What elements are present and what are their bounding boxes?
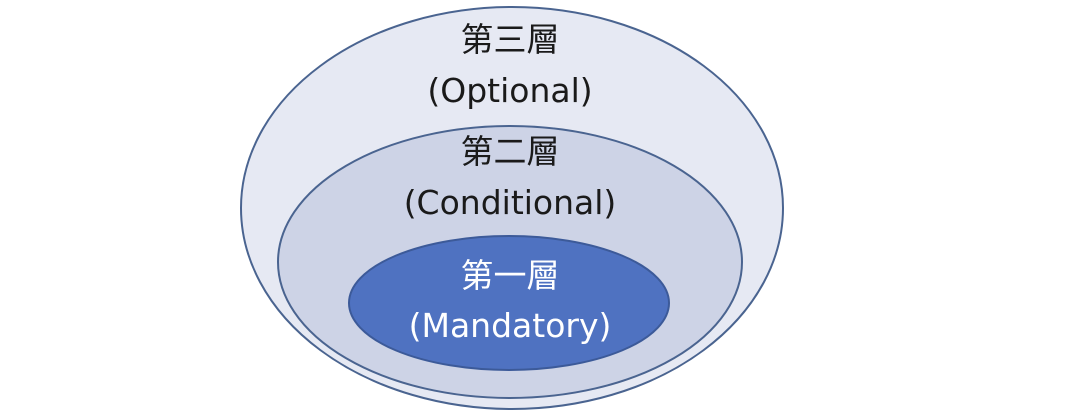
inner-layer-ellipse <box>348 235 670 371</box>
middle-layer-subtitle: (Conditional) <box>404 183 617 222</box>
inner-layer-subtitle: (Mandatory) <box>409 306 612 345</box>
outer-layer-subtitle: (Optional) <box>427 71 592 110</box>
outer-layer-title: 第三層 <box>461 20 560 59</box>
inner-layer-title: 第一層 <box>461 256 560 295</box>
middle-layer-title: 第二層 <box>461 132 560 171</box>
